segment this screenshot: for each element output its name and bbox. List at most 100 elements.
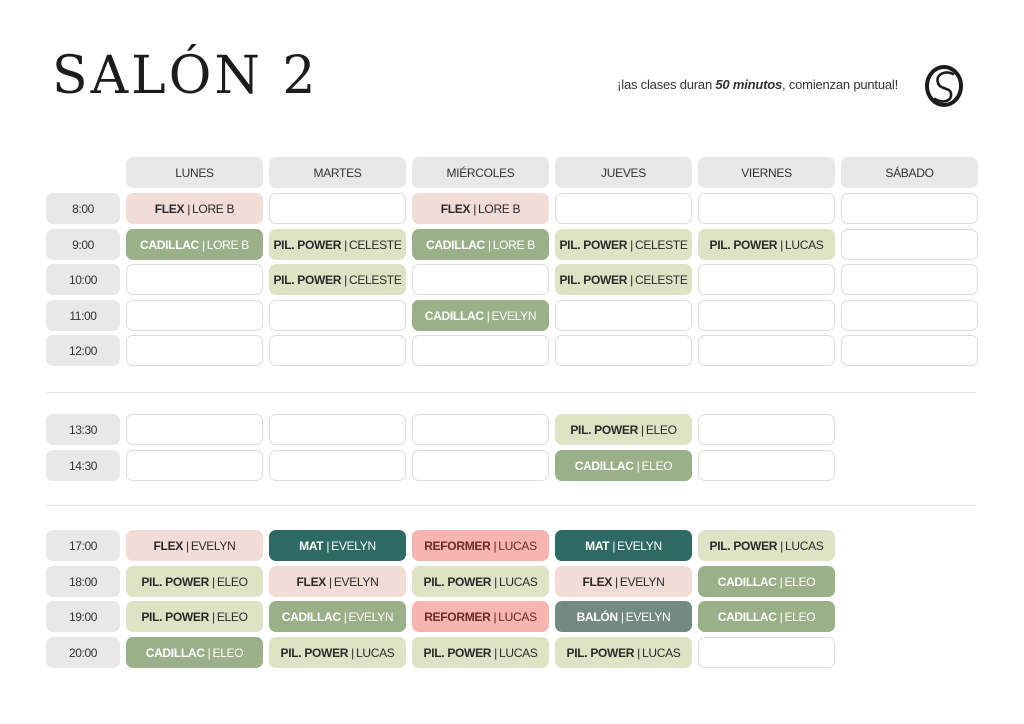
class-slot[interactable]: PIL. POWER|LUCAS bbox=[412, 566, 549, 597]
empty-slot[interactable] bbox=[412, 414, 549, 445]
empty-slot[interactable] bbox=[698, 637, 835, 668]
empty-slot[interactable] bbox=[269, 300, 406, 331]
class-slot[interactable]: BALÓN|EVELYN bbox=[555, 601, 692, 632]
empty-slot[interactable] bbox=[269, 335, 406, 366]
class-slot[interactable]: PIL. POWER|ELEO bbox=[126, 601, 263, 632]
page-title: SALÓN 2 bbox=[52, 46, 319, 106]
empty-slot[interactable] bbox=[698, 414, 835, 445]
instructor-name: ELEO bbox=[784, 574, 816, 589]
class-name: PIL. POWER bbox=[559, 272, 628, 287]
empty-slot[interactable] bbox=[698, 335, 835, 366]
empty-slot[interactable] bbox=[841, 264, 978, 295]
time-label: 10:00 bbox=[46, 264, 120, 295]
instructor-name: ELEO bbox=[216, 574, 248, 589]
class-slot[interactable]: CADILLAC|EVELYN bbox=[269, 601, 406, 632]
empty-slot[interactable] bbox=[841, 229, 978, 260]
separator: | bbox=[207, 645, 211, 660]
empty-slot[interactable] bbox=[269, 450, 406, 481]
class-slot[interactable]: PIL. POWER|CELESTE bbox=[269, 264, 406, 295]
empty-slot[interactable] bbox=[126, 450, 263, 481]
class-slot[interactable]: MAT|EVELYN bbox=[555, 530, 692, 561]
empty-slot[interactable] bbox=[126, 414, 263, 445]
empty-slot[interactable] bbox=[698, 193, 835, 224]
class-slot[interactable]: PIL. POWER|LUCAS bbox=[269, 637, 406, 668]
class-name: PIL. POWER bbox=[273, 272, 342, 287]
empty-slot[interactable] bbox=[269, 414, 406, 445]
class-slot[interactable]: MAT|EVELYN bbox=[269, 530, 406, 561]
class-slot[interactable]: PIL. POWER|CELESTE bbox=[269, 229, 406, 260]
class-slot[interactable]: PIL. POWER|ELEO bbox=[555, 414, 692, 445]
class-slot[interactable]: PIL. POWER|LUCAS bbox=[698, 530, 835, 561]
class-slot[interactable]: FLEX|EVELYN bbox=[555, 566, 692, 597]
class-name: MAT bbox=[585, 538, 610, 553]
time-label: 14:30 bbox=[46, 450, 120, 481]
class-name: PIL. POWER bbox=[709, 237, 778, 252]
class-name: FLEX bbox=[582, 574, 613, 589]
empty-slot[interactable] bbox=[555, 335, 692, 366]
empty-slot[interactable] bbox=[269, 193, 406, 224]
day-header: SÁBADO bbox=[841, 157, 978, 188]
empty-slot[interactable] bbox=[412, 335, 549, 366]
class-slot[interactable]: CADILLAC|ELEO bbox=[126, 637, 263, 668]
class-name: PIL. POWER bbox=[423, 574, 492, 589]
class-slot[interactable]: CADILLAC|LORE B bbox=[412, 229, 549, 260]
class-slot[interactable]: REFORMER|LUCAS bbox=[412, 530, 549, 561]
class-slot[interactable]: CADILLAC|EVELYN bbox=[412, 300, 549, 331]
class-slot[interactable]: PIL. POWER|CELESTE bbox=[555, 264, 692, 295]
separator: | bbox=[328, 574, 332, 589]
empty-slot[interactable] bbox=[412, 450, 549, 481]
class-slot[interactable]: CADILLAC|ELEO bbox=[698, 566, 835, 597]
note-text-pre: ¡las clases duran bbox=[617, 77, 716, 92]
class-name: CADILLAC bbox=[717, 609, 777, 624]
instructor-name: LUCAS bbox=[641, 645, 681, 660]
separator: | bbox=[493, 538, 497, 553]
duration-note: ¡las clases duran 50 minutos, comienzan … bbox=[617, 77, 898, 92]
empty-slot[interactable] bbox=[698, 300, 835, 331]
instructor-name: EVELYN bbox=[617, 538, 662, 553]
class-slot[interactable]: CADILLAC|ELEO bbox=[698, 601, 835, 632]
separator: | bbox=[201, 237, 205, 252]
empty-slot[interactable] bbox=[126, 300, 263, 331]
empty-slot[interactable] bbox=[126, 264, 263, 295]
separator: | bbox=[779, 609, 783, 624]
empty-slot[interactable] bbox=[126, 335, 263, 366]
class-slot[interactable]: REFORMER|LUCAS bbox=[412, 601, 549, 632]
instructor-name: ELEO bbox=[784, 609, 816, 624]
section-divider bbox=[46, 392, 976, 393]
class-slot[interactable]: CADILLAC|ELEO bbox=[555, 450, 692, 481]
class-slot[interactable]: PIL. POWER|ELEO bbox=[126, 566, 263, 597]
instructor-name: ELEO bbox=[216, 609, 248, 624]
time-label: 11:00 bbox=[46, 300, 120, 331]
separator: | bbox=[187, 201, 191, 216]
empty-slot[interactable] bbox=[412, 264, 549, 295]
empty-slot[interactable] bbox=[841, 300, 978, 331]
instructor-name: ELEO bbox=[641, 458, 673, 473]
instructor-name: EVELYN bbox=[348, 609, 394, 624]
instructor-name: LORE B bbox=[206, 237, 250, 252]
class-name: BALÓN bbox=[576, 609, 618, 624]
class-slot[interactable]: FLEX|LORE B bbox=[412, 193, 549, 224]
class-slot[interactable]: PIL. POWER|LUCAS bbox=[412, 637, 549, 668]
separator: | bbox=[614, 574, 618, 589]
class-slot[interactable]: FLEX|LORE B bbox=[126, 193, 263, 224]
class-name: PIL. POWER bbox=[566, 645, 635, 660]
empty-slot[interactable] bbox=[698, 264, 835, 295]
time-label: 13:30 bbox=[46, 414, 120, 445]
class-slot[interactable]: FLEX|EVELYN bbox=[126, 530, 263, 561]
class-slot[interactable]: PIL. POWER|LUCAS bbox=[698, 229, 835, 260]
empty-slot[interactable] bbox=[555, 300, 692, 331]
class-name: PIL. POWER bbox=[559, 237, 628, 252]
class-slot[interactable]: PIL. POWER|LUCAS bbox=[555, 637, 692, 668]
empty-slot[interactable] bbox=[555, 193, 692, 224]
empty-slot[interactable] bbox=[841, 335, 978, 366]
empty-slot[interactable] bbox=[841, 193, 978, 224]
class-slot[interactable]: CADILLAC|LORE B bbox=[126, 229, 263, 260]
separator: | bbox=[473, 201, 477, 216]
class-name: MAT bbox=[299, 538, 324, 553]
day-header: LUNES bbox=[126, 157, 263, 188]
separator: | bbox=[344, 272, 347, 287]
class-slot[interactable]: PIL. POWER|CELESTE bbox=[555, 229, 692, 260]
empty-slot[interactable] bbox=[698, 450, 835, 481]
separator: | bbox=[494, 574, 497, 589]
class-slot[interactable]: FLEX|EVELYN bbox=[269, 566, 406, 597]
